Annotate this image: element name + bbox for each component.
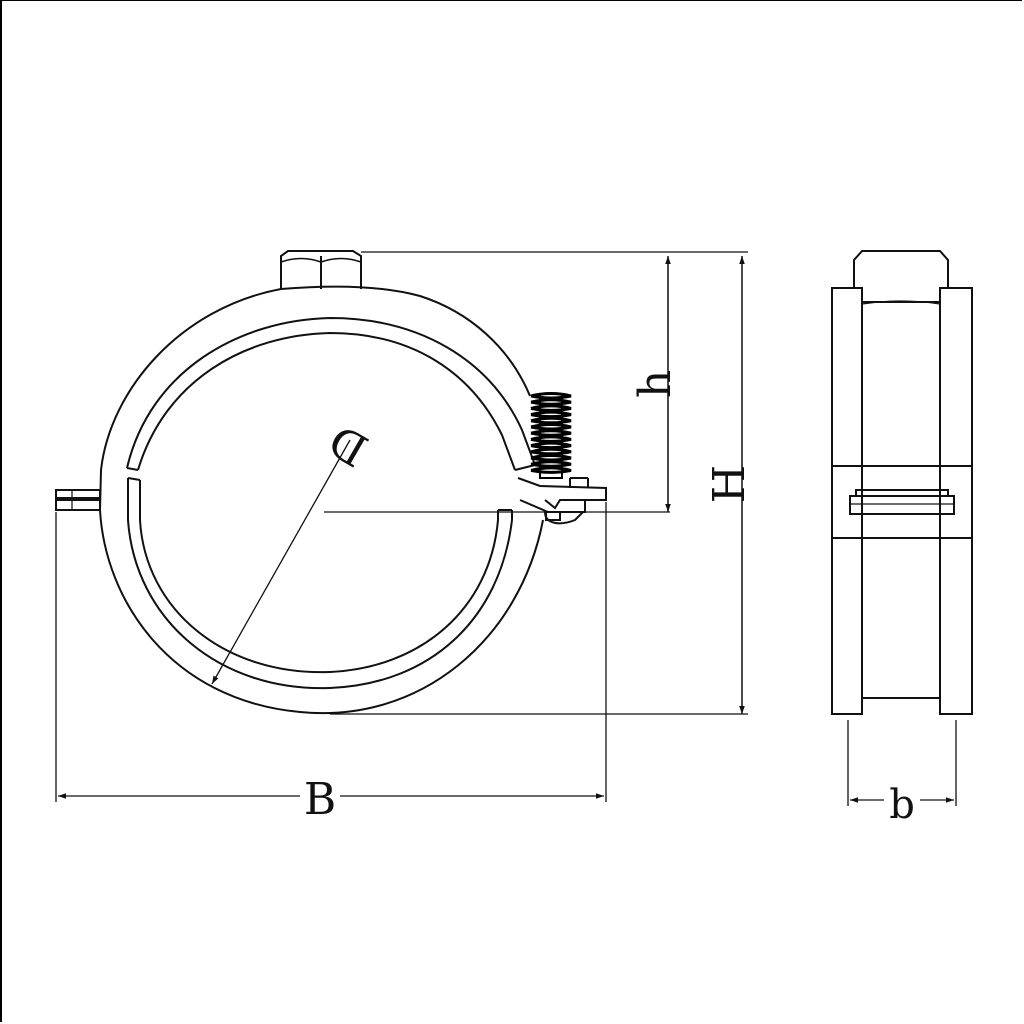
inner-ring-liner [137,331,516,471]
width-dimension [55,502,607,802]
label-D: D [321,414,377,476]
thread-turn [530,466,572,474]
thread-turn [530,447,572,456]
outer-ring [280,285,531,397]
label-B: B [304,774,336,825]
label-b: b [889,782,915,828]
threaded-screw [530,392,572,479]
side-view [831,250,973,715]
screw-shank [539,393,563,479]
thread-turn [530,404,572,412]
front-view [55,250,607,715]
label-h: h [630,370,681,398]
thread-turn [530,410,572,419]
inner-ring-lower [127,478,513,690]
height-dimensions [330,251,748,715]
thread-turn [530,423,572,431]
thread-turn [530,398,572,406]
thread-turn [530,441,572,450]
hex-nut [280,250,362,289]
left-hinge-tab [55,489,101,511]
diameter-dimension [211,439,670,685]
thread-turn [530,435,572,443]
right-closing-flange [517,477,607,525]
inner-ring-lower-liner [139,480,499,674]
thread-turn [530,454,572,462]
thread-turn [530,429,572,437]
thread-turn [530,460,572,468]
outer-ring-lower [98,288,544,715]
thread-turn [530,416,572,425]
label-H: H [704,465,755,503]
inner-ring-upper [126,316,536,469]
side-width-dimension [847,720,957,806]
